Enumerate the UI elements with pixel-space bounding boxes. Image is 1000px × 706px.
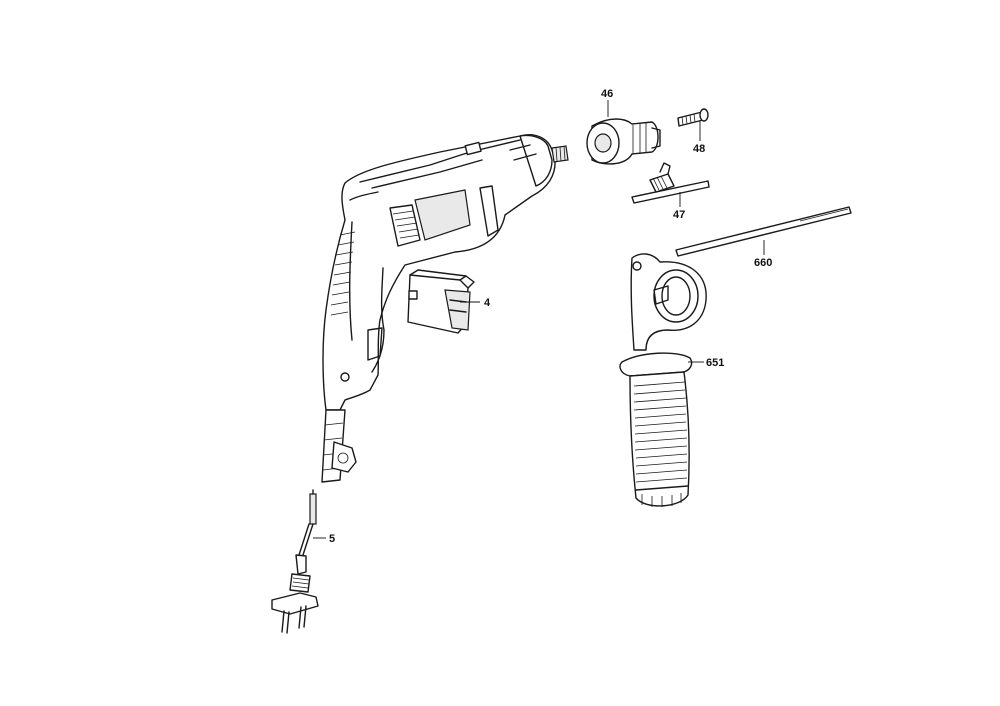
callout-label-4: 4 bbox=[484, 297, 491, 309]
callout-leaders bbox=[313, 100, 765, 539]
callout-label-660: 660 bbox=[754, 257, 772, 269]
switch-part bbox=[407, 269, 475, 334]
drill-body bbox=[321, 134, 569, 483]
auxiliary-handle-part bbox=[619, 253, 707, 507]
callout-label-5: 5 bbox=[329, 533, 335, 545]
callout-label-651: 651 bbox=[706, 357, 724, 369]
chuck-part bbox=[586, 118, 661, 165]
chuck-key-part bbox=[631, 162, 710, 204]
depth-rod-part bbox=[675, 206, 852, 257]
callout-label-47: 47 bbox=[673, 209, 685, 221]
callout-labels: 4 5 46 47 48 651 660 bbox=[329, 88, 772, 545]
callout-label-48: 48 bbox=[693, 143, 705, 155]
screw-part bbox=[677, 108, 709, 127]
callout-label-46: 46 bbox=[601, 88, 613, 100]
power-cord-part bbox=[271, 489, 319, 634]
